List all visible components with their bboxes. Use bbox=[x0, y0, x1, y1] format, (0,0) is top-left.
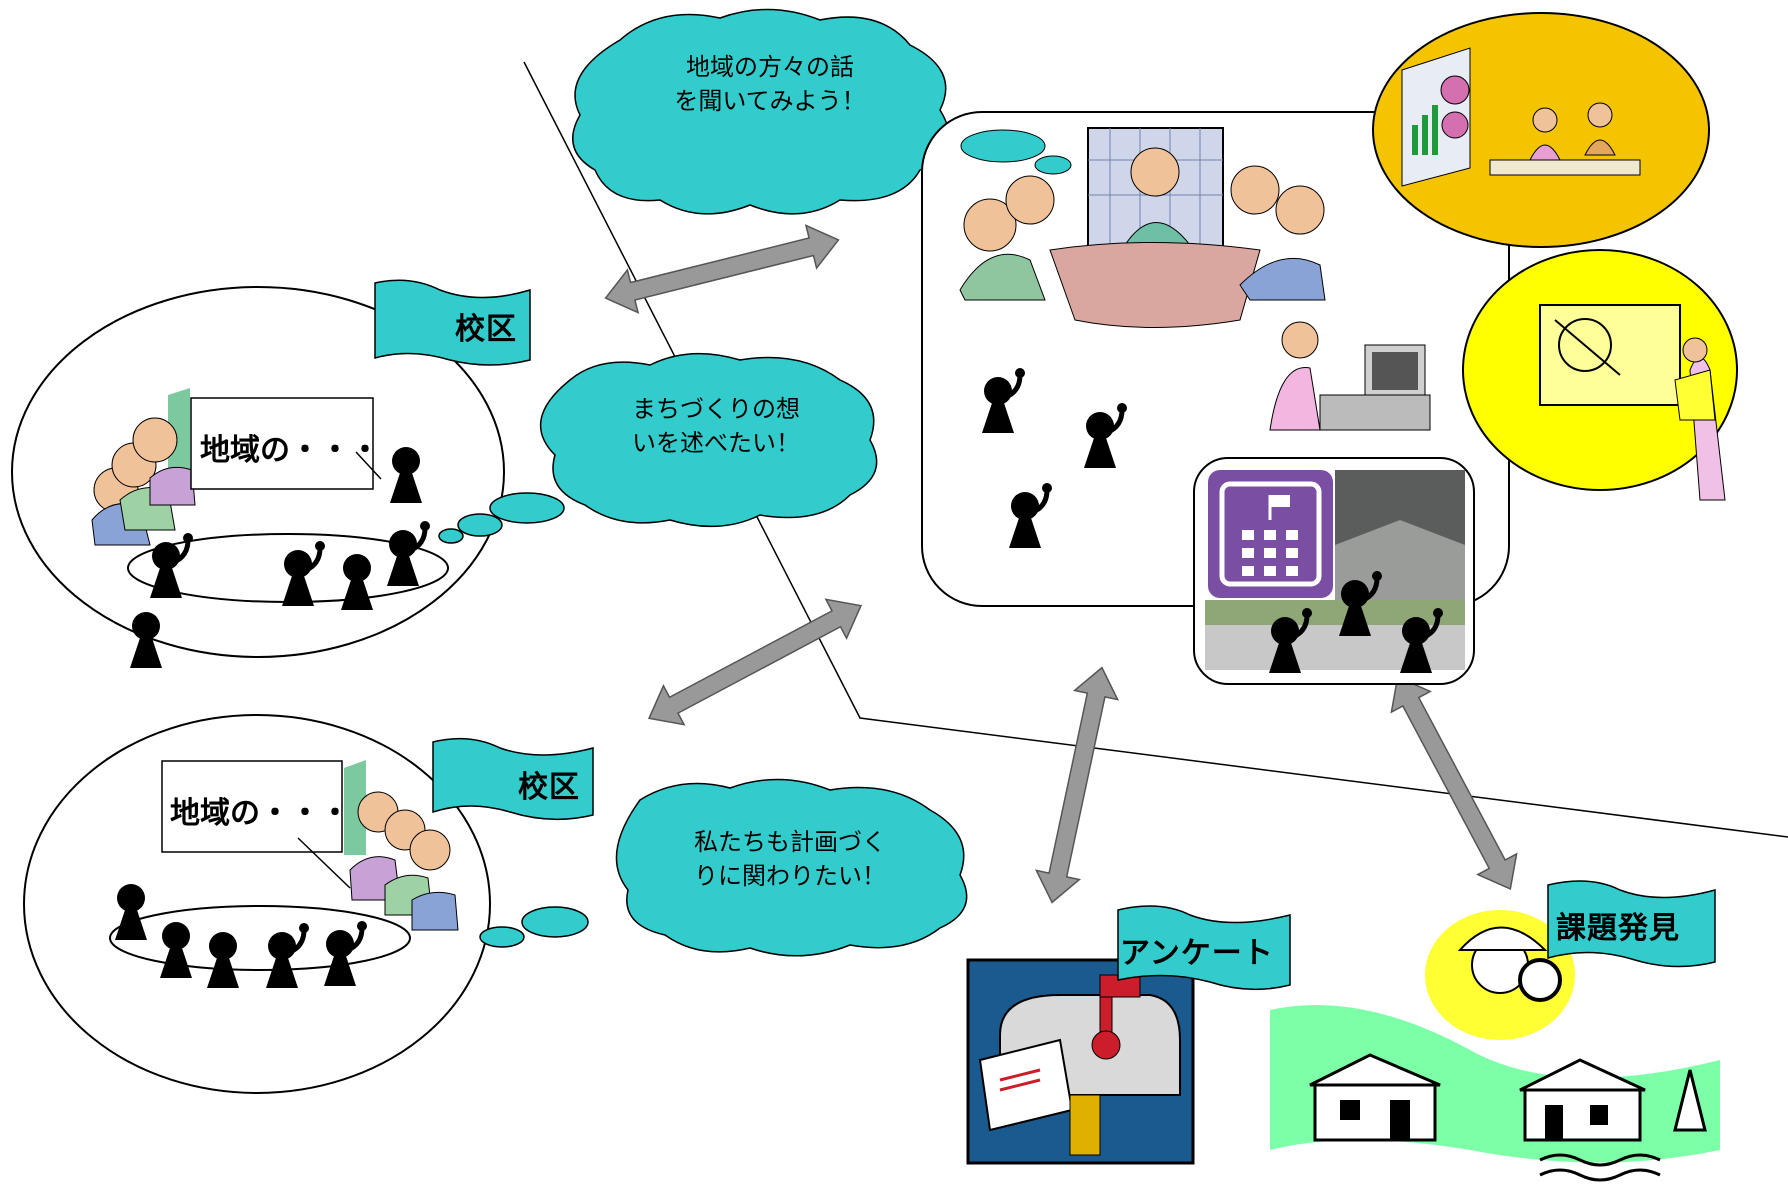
cloud-top bbox=[572, 8, 950, 215]
cloud-bottom-text: 私たちも計画づく りに関わりたい！ bbox=[650, 825, 930, 893]
arrow-center-to-issue-discovery bbox=[1377, 665, 1531, 901]
upper-district-flag bbox=[374, 279, 531, 366]
issue-discovery-label: 課題発見 bbox=[1556, 911, 1680, 946]
presentation-meeting-circle bbox=[1372, 12, 1710, 248]
upper-district-group bbox=[11, 279, 531, 668]
cloud-middle-line-1: まちづくりの想 bbox=[632, 395, 800, 423]
house-icon bbox=[1309, 1053, 1441, 1142]
upper-meeting-people-illustration bbox=[91, 388, 196, 546]
lecture-circle bbox=[1462, 249, 1738, 501]
survey-flag bbox=[1117, 905, 1291, 991]
lower-district-label: 校区 bbox=[518, 770, 580, 805]
lower-district-group bbox=[23, 714, 594, 1094]
arrow-lower-district-to-center bbox=[637, 585, 873, 739]
cloud-middle bbox=[438, 352, 878, 544]
cloud-bottom bbox=[479, 778, 968, 957]
lower-meeting-people-illustration bbox=[344, 760, 459, 931]
cloud-top-line-2: を聞いてみよう！ bbox=[674, 87, 866, 115]
survey-mailbox-illustration bbox=[966, 958, 1195, 1165]
lower-district-flag bbox=[432, 737, 594, 821]
lower-speech-box-text: 地域の・・・ bbox=[170, 796, 350, 831]
upper-district-label: 校区 bbox=[455, 312, 517, 347]
survey-label: アンケート bbox=[1120, 936, 1274, 971]
arrow-center-to-survey bbox=[1029, 662, 1125, 908]
upper-speech-box-text: 地域の・・・ bbox=[200, 433, 380, 468]
cloud-bottom-line-2: りに関わりたい！ bbox=[694, 862, 886, 890]
issue-discovery-flag bbox=[1547, 880, 1716, 968]
arrow-upper-district-to-center bbox=[599, 217, 845, 321]
lower-speech-box bbox=[161, 760, 343, 853]
house-icon bbox=[1519, 1058, 1646, 1142]
cloud-bottom-line-1: 私たちも計画づく bbox=[694, 828, 886, 856]
issue-discovery-illustration bbox=[1270, 910, 1720, 1182]
cloud-top-line-1: 地域の方々の話 bbox=[686, 53, 854, 81]
cloud-middle-text: まちづくりの想 いを述べたい！ bbox=[586, 392, 846, 460]
cloud-top-text: 地域の方々の話 を聞いてみよう！ bbox=[640, 50, 900, 118]
lower-table bbox=[109, 905, 411, 971]
upper-speech-box bbox=[190, 397, 374, 490]
council-meeting-illustration bbox=[959, 127, 1326, 328]
cloud-middle-line-2: いを述べたい！ bbox=[632, 429, 800, 457]
office-worker-illustration bbox=[1269, 321, 1431, 431]
building-icon bbox=[1208, 470, 1333, 598]
